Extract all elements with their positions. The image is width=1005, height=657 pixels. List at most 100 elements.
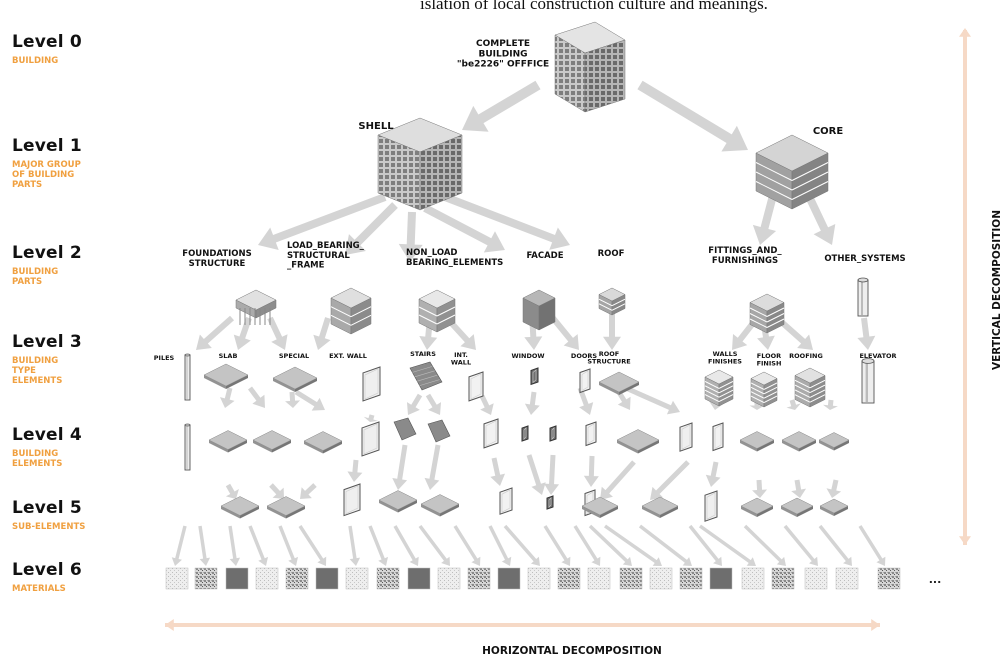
flow-arrow [423, 204, 505, 253]
flow-arrow [419, 317, 438, 350]
flow-arrow [462, 80, 541, 132]
core-label: CORE [813, 126, 844, 137]
building-element-icon [361, 421, 380, 457]
flow-arrow [392, 444, 408, 490]
flow-arrow [791, 479, 807, 498]
flow-arrow [490, 457, 506, 486]
load-bearing-frame-label: LOAD_BEARING_STRUCTURAL_FRAME [287, 241, 365, 271]
level-title: Level 4 [12, 425, 82, 445]
building-element-icon [252, 430, 292, 453]
level-subtitle: BUILDING [12, 56, 59, 66]
roofing-icon [794, 367, 826, 408]
level-subtitle: BUILDING TYPE ELEMENTS [12, 356, 63, 386]
building-element-icon [427, 419, 451, 443]
load-bearing-frame-icon [330, 287, 372, 335]
material-swatch-icon [345, 567, 369, 590]
material-swatch-icon [649, 567, 673, 590]
level-2: Level 2 BUILDING PARTS [12, 243, 82, 287]
sub-element-icon [343, 483, 361, 517]
flow-arrow [573, 525, 601, 566]
piles-icon [184, 353, 191, 401]
level-title: Level 3 [12, 332, 82, 352]
material-swatch-icon [225, 567, 249, 590]
level-subtitle: SUB-ELEMENTS [12, 522, 86, 532]
building-element-icon [616, 429, 660, 454]
building-element-icon [585, 421, 597, 447]
flow-arrow [233, 317, 252, 350]
material-swatch-icon [679, 567, 703, 590]
building-element-icon [679, 422, 693, 452]
flow-arrow [752, 186, 779, 245]
building-element-icon [549, 425, 557, 442]
level-subtitle: BUILDING ELEMENTS [12, 449, 63, 469]
flow-arrow [749, 400, 765, 410]
flow-arrow [348, 525, 361, 566]
other-systems-icon [857, 277, 869, 317]
flow-arrow [818, 524, 852, 566]
sub-element-icon [220, 496, 260, 519]
sub-element-icon [546, 495, 554, 510]
flow-arrow [603, 524, 662, 566]
material-swatch-icon [527, 567, 551, 590]
flow-arrow [600, 460, 636, 500]
other-systems-label: OTHER_SYSTEMS [824, 254, 905, 264]
flow-arrow [368, 525, 389, 566]
slab-label: SLAB [219, 352, 238, 360]
special-label: SPECIAL [279, 352, 309, 360]
level-5: Level 5 SUB-ELEMENTS [12, 498, 85, 532]
flow-arrow [488, 525, 512, 566]
material-swatch-icon [437, 567, 461, 590]
window-icon [530, 367, 539, 386]
doors-label: DOORS [571, 352, 597, 360]
level-subtitle: MATERIALS [12, 584, 66, 594]
window-label: WINDOW [511, 352, 544, 360]
flow-arrow [294, 389, 325, 411]
building-element-icon [781, 431, 817, 452]
flow-arrow [524, 391, 540, 415]
building-element-icon [303, 431, 343, 454]
flow-arrow [298, 525, 327, 566]
flow-arrow [783, 524, 818, 566]
flow-arrow [248, 525, 269, 566]
walls-finishes-icon [704, 369, 734, 407]
level-title: Level 0 [12, 32, 82, 52]
flow-arrow [544, 454, 560, 495]
material-swatch-icon [741, 567, 765, 590]
level-3: Level 3 BUILDING TYPE ELEMENTS [12, 332, 82, 386]
building-element-icon [208, 430, 248, 453]
flow-arrow [258, 193, 387, 251]
level-6: Level 6 MATERIALS [12, 560, 82, 594]
flow-arrow [443, 193, 570, 250]
material-swatch-icon [194, 567, 218, 590]
flow-arrow [743, 524, 786, 566]
flow-arrow [278, 525, 299, 566]
flow-arrow [453, 525, 481, 566]
flow-arrow [418, 524, 450, 566]
flow-arrow [503, 524, 540, 566]
level-4: Level 4 BUILDING ELEMENTS [12, 425, 82, 469]
material-swatch-icon [709, 567, 733, 590]
material-swatch-icon [467, 567, 491, 590]
flow-arrow [698, 524, 756, 566]
material-swatch-icon [557, 567, 581, 590]
flow-arrow [638, 524, 692, 566]
flow-arrow [345, 202, 398, 255]
building-element-icon [184, 423, 191, 471]
flow-arrow [171, 525, 187, 566]
more-materials-ellipsis: ... [929, 573, 942, 586]
flow-arrow [786, 399, 801, 410]
shell-label: SHELL [358, 121, 394, 132]
flow-arrow [424, 444, 441, 490]
sub-element-icon [499, 487, 513, 515]
roofing-label: ROOFING [789, 352, 823, 360]
flow-arrow [752, 479, 768, 498]
flow-arrow [228, 525, 241, 566]
ext-wall-label: EXT. WALL [329, 352, 367, 360]
sub-element-icon [581, 496, 619, 518]
